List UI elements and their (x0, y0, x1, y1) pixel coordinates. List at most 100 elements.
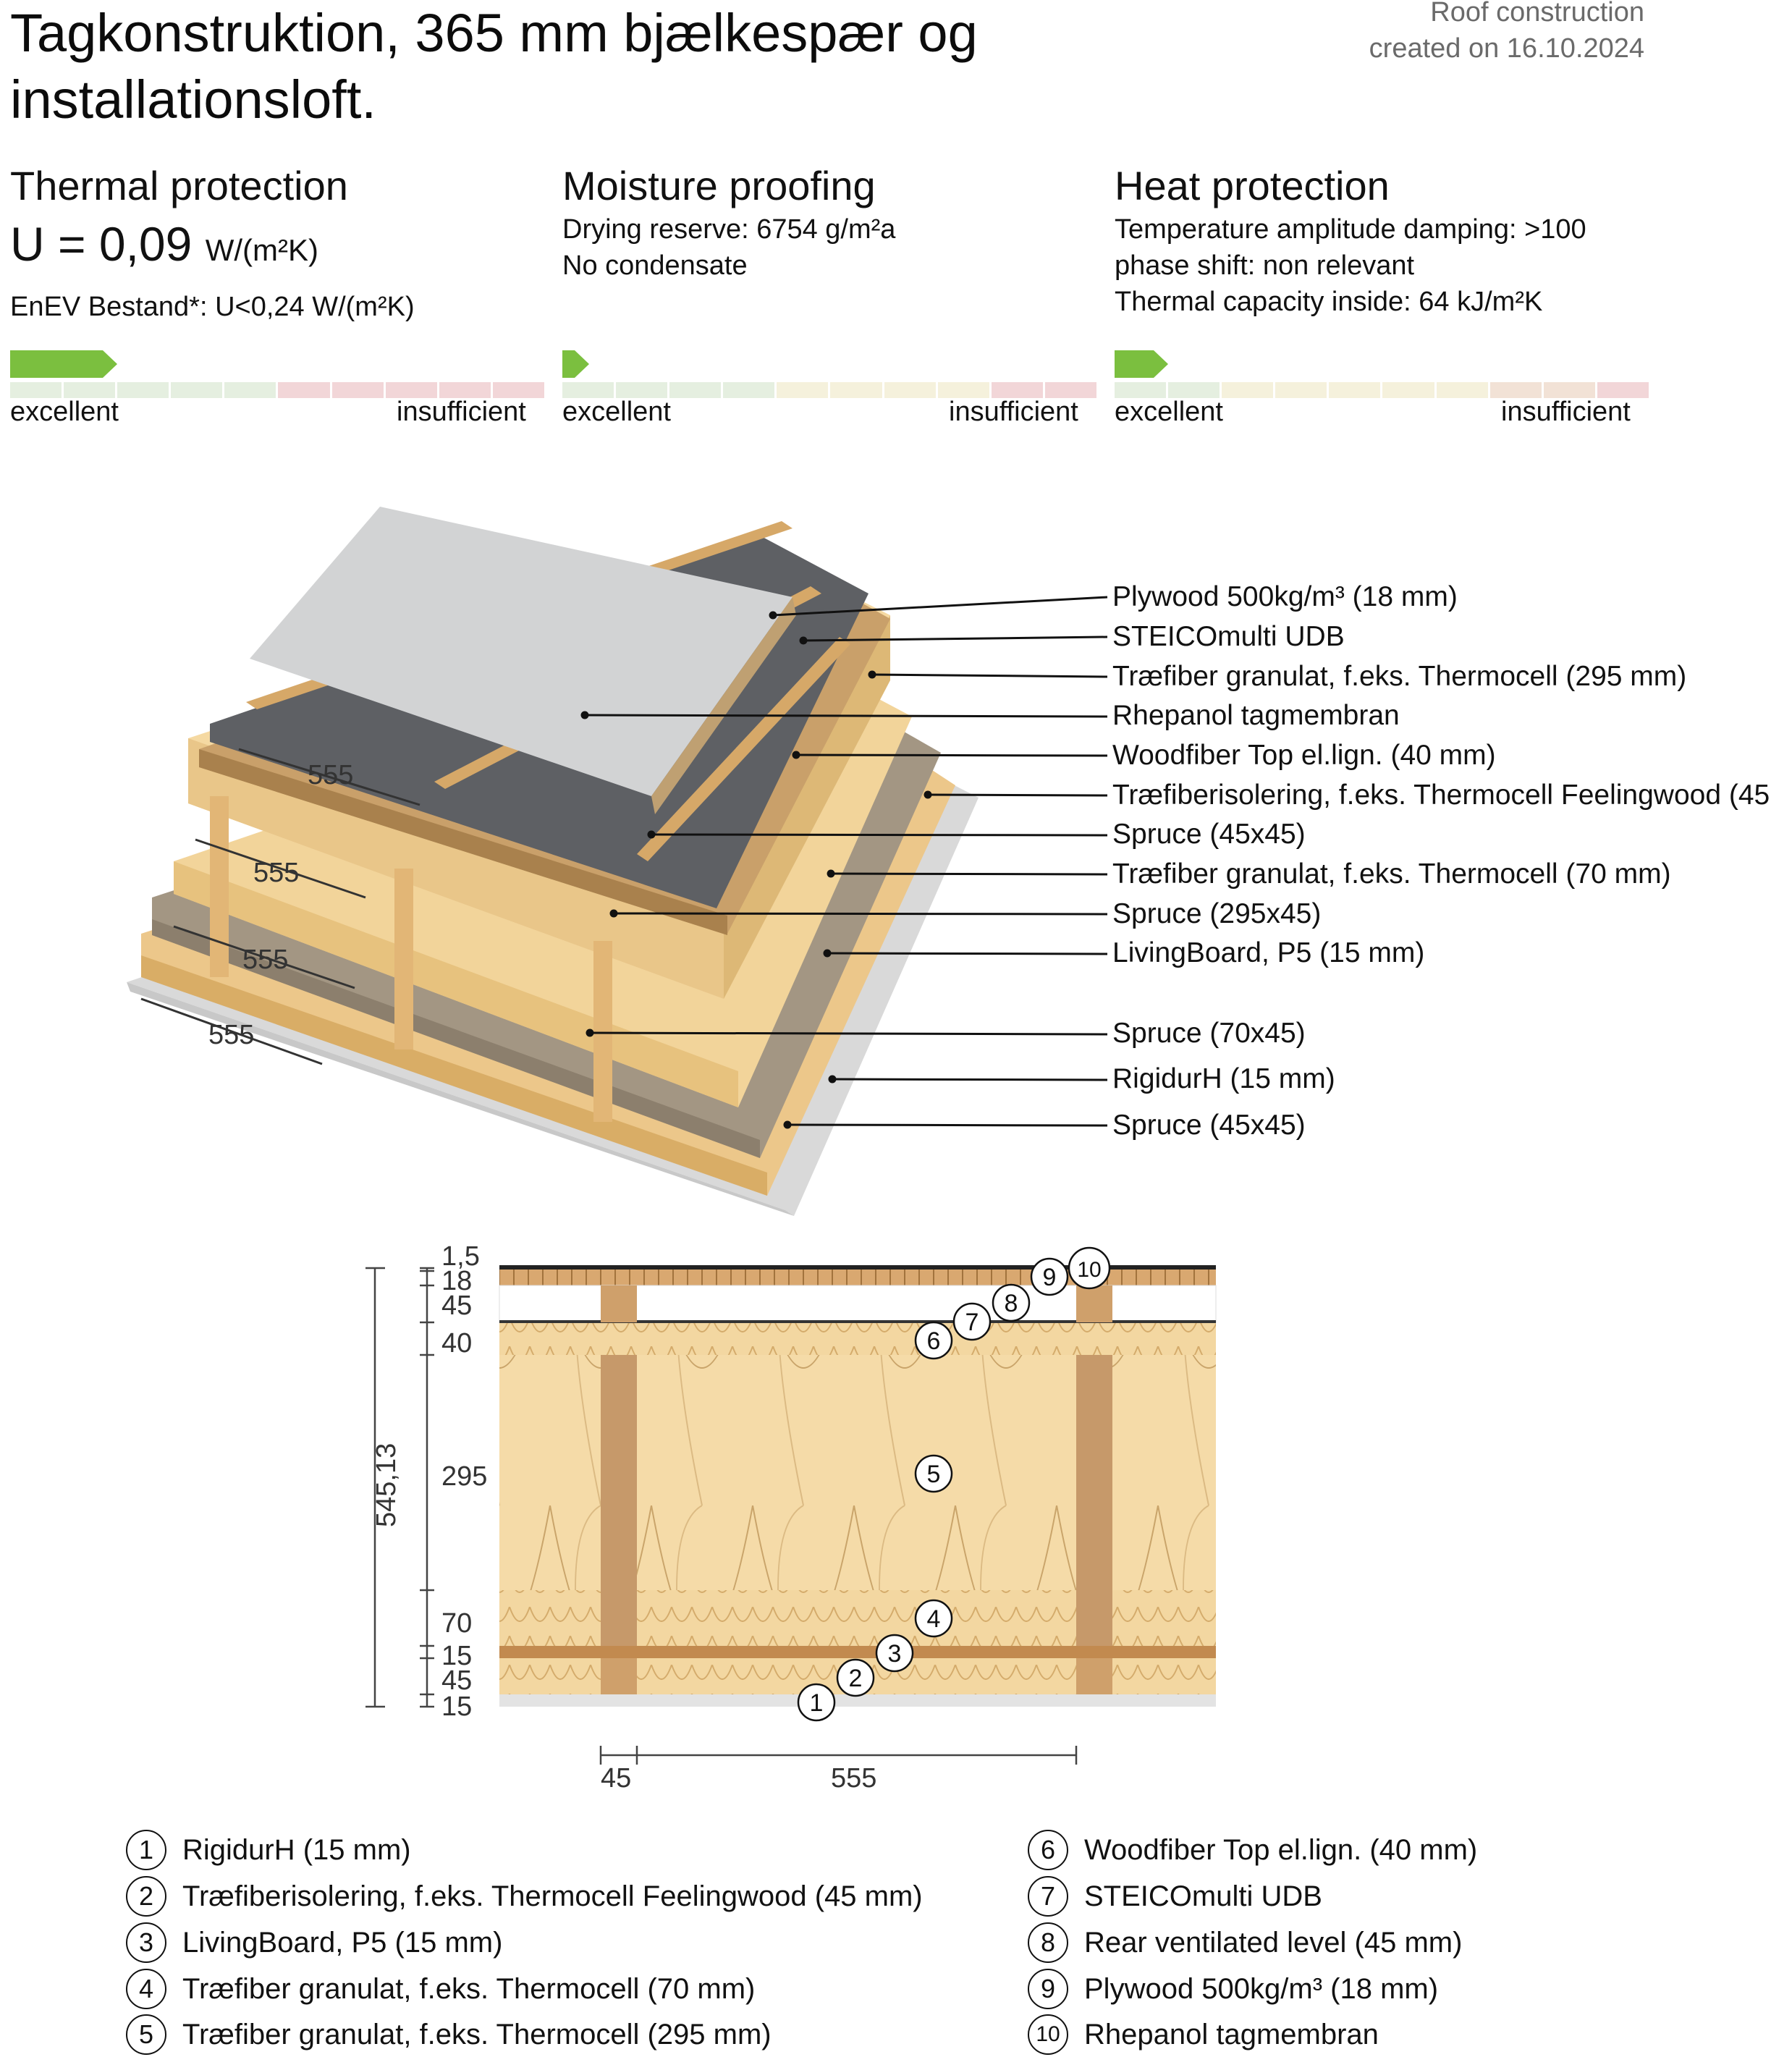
thermal-capacity: Thermal capacity inside: 64 kJ/m²K (1115, 287, 1543, 317)
marker-6: 6 (914, 1321, 953, 1360)
svg-text:2: 2 (849, 1665, 863, 1692)
iso-dim-4: 555 (208, 1020, 254, 1050)
u-value-unit: W/(m²K) (205, 233, 318, 267)
plywood-top (250, 507, 793, 796)
heat-scale-left-label: excellent (1115, 397, 1223, 427)
legend-number-8: 8 (1028, 1922, 1068, 1963)
svg-text:8: 8 (1005, 1290, 1018, 1317)
marker-10: 10 (1068, 1246, 1111, 1290)
moisture-scale-segment (937, 382, 989, 398)
callout-feelingwood: Træfiberisolering, f.eks. Thermocell Fee… (1112, 780, 1770, 811)
drying-reserve: Drying reserve: 6754 g/m²a (562, 214, 896, 245)
callout-granulat-70: Træfiber granulat, f.eks. Thermocell (70… (1112, 858, 1671, 890)
svg-text:10: 10 (1077, 1258, 1101, 1282)
isometric-roof-drawing: 555 555 555 555 (127, 507, 1108, 1216)
svg-text:6: 6 (927, 1327, 941, 1355)
thermal-scale-segment (171, 382, 223, 398)
legend-number-4: 4 (126, 1969, 166, 2009)
legend-number-5: 5 (126, 2014, 166, 2055)
bottom-dim-555: 555 (831, 1763, 877, 1794)
marker-2: 2 (836, 1658, 875, 1697)
legend-item-7: 7 STEICOmulti UDB (1028, 1876, 1322, 1917)
callout-livingboard: LivingBoard, P5 (15 mm) (1112, 937, 1425, 968)
legend-number-6: 6 (1028, 1830, 1068, 1870)
heat-scale-segment (1275, 382, 1327, 398)
moisture-scale-segment (991, 382, 1043, 398)
heat-scale-segment (1168, 382, 1220, 398)
moisture-scale-right-label: insufficient (949, 397, 1078, 427)
amplitude-damping: Temperature amplitude damping: >100 (1115, 214, 1586, 245)
heat-rating-indicator (1115, 350, 1168, 378)
legend-number-10: 10 (1028, 2014, 1068, 2055)
svg-text:1: 1 (810, 1689, 824, 1717)
moisture-proofing-section: Moisture proofing Drying reserve: 6754 g… (562, 161, 1098, 284)
heat-scale-right-label: insufficient (1501, 397, 1631, 427)
legend-text-5: Træfiber granulat, f.eks. Thermocell (29… (182, 2019, 772, 2050)
svg-text:7: 7 (965, 1309, 979, 1336)
moisture-scale-segment (616, 382, 668, 398)
thermal-scale-segment (278, 382, 330, 398)
heat-scale-segment (1115, 382, 1167, 398)
heat-scale-segment (1222, 382, 1274, 398)
legend-text-3: LivingBoard, P5 (15 mm) (182, 1927, 503, 1959)
cross-section-drawing: 545,13 1,5 18 45 40 295 70 15 45 15 1 2 … (365, 1241, 1217, 1765)
dim-45-bottom: 45 (441, 1665, 472, 1696)
u-value: U = 0,09 W/(m²K) (10, 211, 546, 283)
thermal-scale-segment (64, 382, 116, 398)
dim-18: 18 (441, 1266, 472, 1296)
u-value-number: U = 0,09 (10, 217, 193, 271)
callout-woodfiber-top: Woodfiber Top el.lign. (40 mm) (1112, 740, 1496, 771)
thermal-rating-indicator (10, 350, 117, 378)
legend-number-3: 3 (126, 1922, 166, 1963)
callout-steicomulti: STEICOmulti UDB (1112, 621, 1345, 652)
legend-number-9: 9 (1028, 1969, 1068, 2009)
thermal-protection-section: Thermal protection U = 0,09 W/(m²K) EnEV… (10, 161, 546, 325)
iso-dim-1: 555 (308, 760, 353, 790)
callout-spruce-45-top: Spruce (45x45) (1112, 819, 1306, 850)
thermal-scale-segment (224, 382, 276, 398)
svg-text:3: 3 (888, 1640, 902, 1668)
thermal-scale-segment (117, 382, 169, 398)
legend-text-7: STEICOmulti UDB (1084, 1880, 1322, 1912)
thermal-scale-segment (439, 382, 491, 398)
legend-text-8: Rear ventilated level (45 mm) (1084, 1927, 1463, 1959)
svg-text:9: 9 (1043, 1264, 1057, 1291)
heat-scale-segment (1436, 382, 1488, 398)
legend-text-4: Træfiber granulat, f.eks. Thermocell (70… (182, 1973, 756, 2005)
legend-text-1: RigidurH (15 mm) (182, 1834, 411, 1866)
moisture-scale-segment (884, 382, 936, 398)
thermal-rating-scale (10, 350, 544, 398)
legend-number-7: 7 (1028, 1876, 1068, 1917)
thermal-scale-segment (492, 382, 544, 398)
callout-granulat-295: Træfiber granulat, f.eks. Thermocell (29… (1112, 661, 1687, 692)
legend-item-5: 5 Træfiber granulat, f.eks. Thermocell (2… (126, 2014, 772, 2055)
callout-spruce-70: Spruce (70x45) (1112, 1018, 1306, 1049)
legend-text-2: Træfiberisolering, f.eks. Thermocell Fee… (182, 1880, 923, 1912)
heat-scale-segment (1329, 382, 1381, 398)
iso-dim-2: 555 (253, 858, 299, 888)
marker-7: 7 (952, 1302, 992, 1341)
legend-item-8: 8 Rear ventilated level (45 mm) (1028, 1922, 1462, 1963)
meta-date: created on 16.10.2024 (1369, 33, 1644, 64)
heat-protection-section: Heat protection Temperature amplitude da… (1115, 161, 1650, 320)
section-total-dim: 545,13 (371, 1443, 402, 1527)
moisture-scale-segment (669, 382, 722, 398)
condensate-status: No condensate (562, 250, 748, 281)
heat-heading: Heat protection (1115, 163, 1390, 208)
marker-8: 8 (992, 1283, 1031, 1322)
enev-requirement: EnEV Bestand*: U<0,24 W/(m²K) (10, 292, 415, 322)
moisture-scale-segment (830, 382, 882, 398)
moisture-rating-bar (562, 382, 1096, 398)
meta-type: Roof construction (1430, 0, 1644, 28)
heat-scale-segment (1597, 382, 1649, 398)
thermal-heading: Thermal protection (10, 163, 348, 208)
phase-shift: phase shift: non relevant (1115, 250, 1415, 281)
heat-scale-segment (1489, 382, 1542, 398)
thermal-rating-bar (10, 382, 544, 398)
legend-item-3: 3 LivingBoard, P5 (15 mm) (126, 1922, 502, 1963)
dim-45-top: 45 (441, 1291, 472, 1321)
